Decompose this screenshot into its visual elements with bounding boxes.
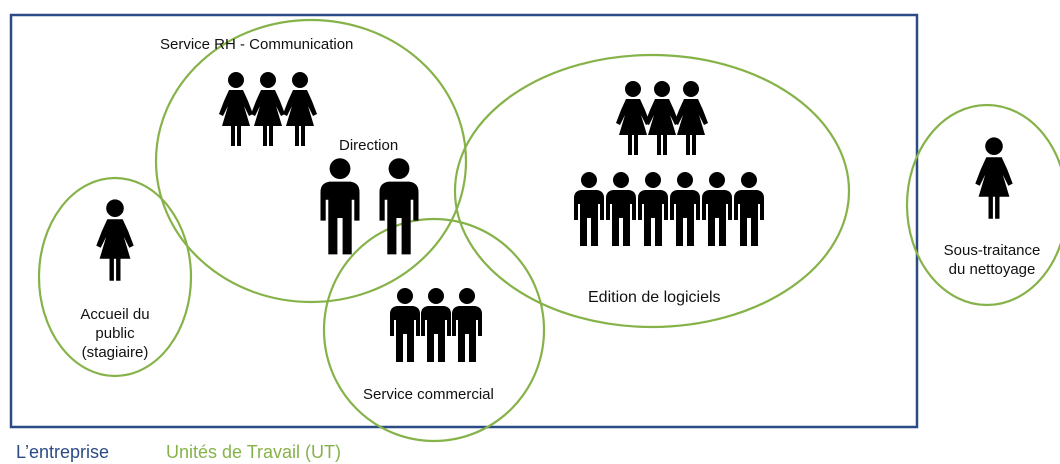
person-female-icon [283,72,317,146]
legend-enterprise: L’entreprise [16,442,110,462]
unit-label-soustraitance: Sous-traitance du nettoyage [934,241,1050,279]
people [96,72,1013,362]
unit-label-direction: Direction [339,137,399,154]
unit-label-accueil-line1: Accueil du [80,306,150,323]
unit-label-accueil: Accueil du public (stagiaire) [66,305,164,362]
unit-label-accueil-line3: (stagiaire) [81,344,149,361]
person-female-icon [975,137,1013,219]
person-male-icon [320,158,360,255]
person-male-icon [670,172,700,246]
person-male-icon [606,172,636,246]
unit-circle-commercial [322,217,546,443]
unit-circle-rh [154,18,468,304]
person-female-icon [219,72,253,146]
unit-label-accueil-line2: public [95,325,135,342]
person-female-icon [96,199,134,281]
unit-circle-accueil [37,176,193,378]
unit-circle-edition [453,53,851,329]
person-male-icon [379,158,419,255]
unit-label-commercial: Service commercial [363,386,494,403]
person-male-icon [452,288,482,362]
unit-label-soustraitance-line1: Sous-traitance [943,242,1041,259]
person-female-icon [616,81,650,155]
person-male-icon [734,172,764,246]
person-male-icon [390,288,420,362]
unit-circle-soustraitance [905,103,1060,307]
unit-label-rh: Service RH - Communication [160,36,354,53]
person-female-icon [645,81,679,155]
unit-label-edition: Edition de logiciels [588,289,721,306]
person-male-icon [574,172,604,246]
person-male-icon [638,172,668,246]
person-male-icon [421,288,451,362]
legend-work-units: Unités de Travail (UT) [166,442,342,462]
person-female-icon [251,72,285,146]
person-male-icon [702,172,732,246]
unit-label-soustraitance-line2: du nettoyage [948,261,1036,278]
person-female-icon [674,81,708,155]
unit-circles [37,18,1060,443]
enterprise-border [9,13,919,429]
